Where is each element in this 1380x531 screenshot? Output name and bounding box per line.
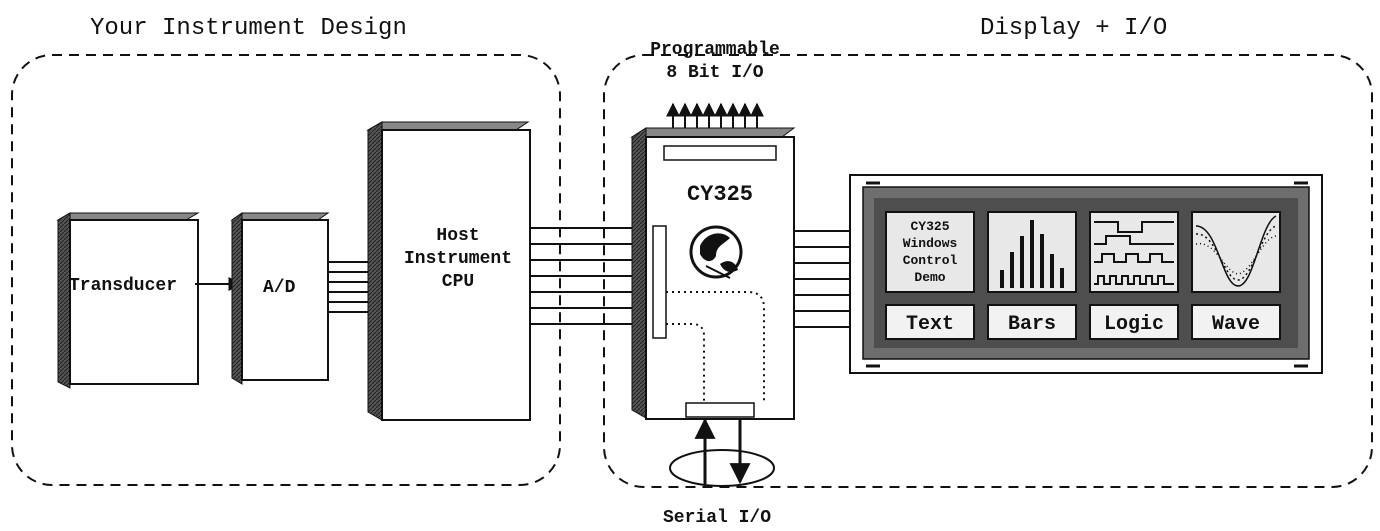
cy325-display-bus	[794, 230, 852, 328]
bars-button-label: Bars	[1008, 313, 1056, 336]
adc-block	[230, 212, 330, 385]
bars-tile-icon	[987, 211, 1077, 293]
cy325-chip-block	[630, 127, 796, 420]
cy325-label: CY325	[687, 182, 753, 207]
logic-button-label: Logic	[1104, 313, 1164, 336]
left-section-title: Your Instrument Design	[90, 15, 407, 42]
demo-tile-line2: Windows	[903, 236, 958, 251]
text-button-label: Text	[906, 313, 954, 336]
instrument-design-group	[11, 54, 561, 486]
adc-label: A/D	[263, 278, 296, 298]
logic-tile-icon	[1089, 211, 1179, 293]
demo-tile-line3: Control	[903, 253, 958, 268]
wave-tile-icon	[1191, 211, 1281, 293]
host-cy325-bus	[530, 227, 640, 325]
transducer-block	[56, 212, 200, 389]
wave-button-label: Wave	[1212, 313, 1260, 336]
wave-button[interactable]	[1191, 304, 1281, 340]
host-label-line1: Host	[436, 226, 479, 246]
display-io-group	[603, 54, 1373, 488]
programmable-io-label-line2: 8 Bit I/O	[666, 63, 763, 83]
host-label-line2: Instrument	[404, 249, 512, 269]
serial-io-label: Serial I/O	[663, 508, 771, 528]
globe-logo-icon	[689, 225, 743, 279]
host-label-line3: CPU	[442, 272, 474, 292]
logic-button[interactable]	[1089, 304, 1179, 340]
programmable-io-label-line1: Programmable	[650, 40, 780, 60]
demo-tile	[885, 211, 975, 293]
text-button[interactable]	[885, 304, 975, 340]
serial-io-loop	[669, 449, 775, 487]
demo-tile-line1: CY325	[910, 219, 949, 234]
transducer-label: Transducer	[69, 276, 177, 296]
io-output-arrows	[666, 102, 764, 130]
host-cpu-block	[366, 121, 531, 421]
right-section-title: Display + I/O	[980, 15, 1167, 42]
bars-button[interactable]	[987, 304, 1077, 340]
demo-tile-line4: Demo	[914, 270, 945, 285]
